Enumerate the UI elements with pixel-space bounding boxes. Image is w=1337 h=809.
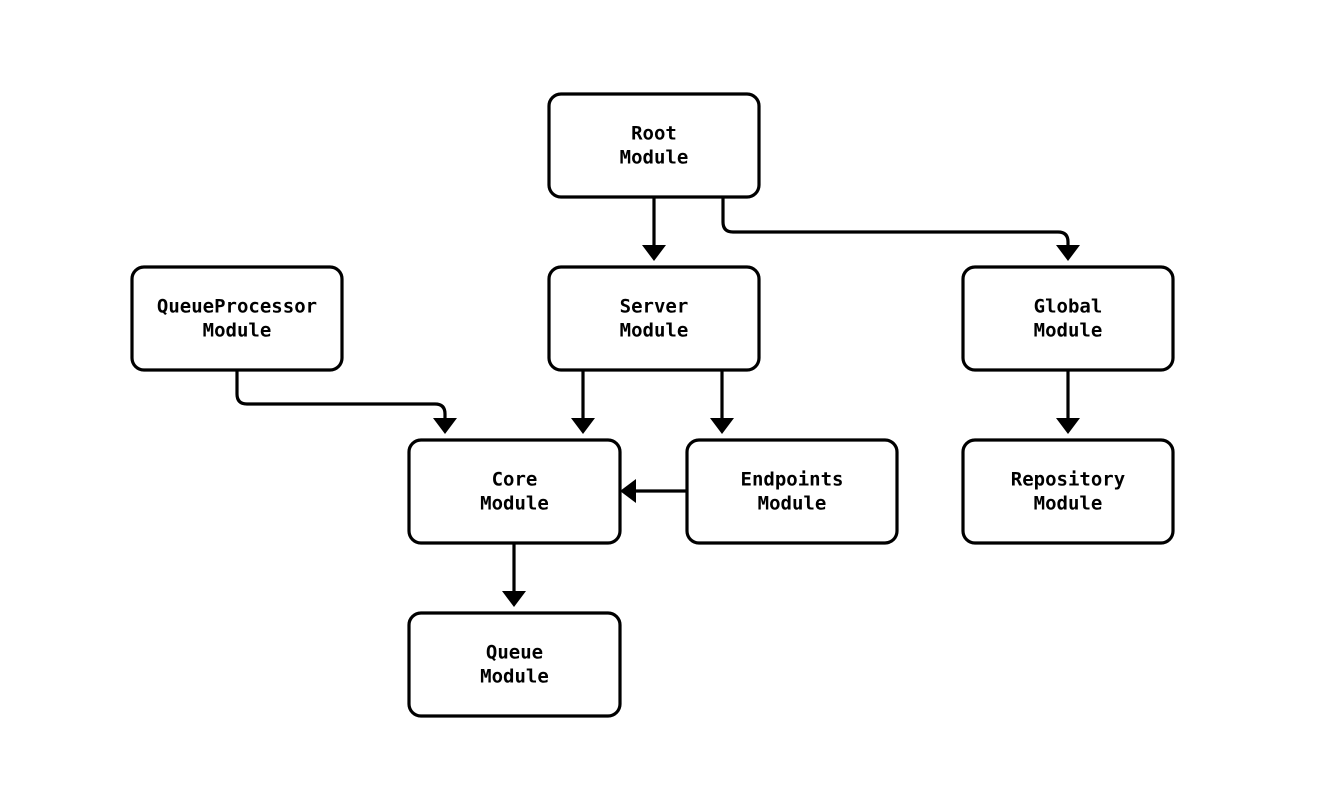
node-label-line2: Module	[620, 319, 689, 341]
edge-server-to-core	[571, 370, 595, 434]
arrowhead-icon	[571, 418, 595, 434]
node-label-line1: Root	[631, 122, 677, 144]
edge-global-to-repository	[1056, 370, 1080, 434]
node-label-line1: Global	[1034, 295, 1103, 317]
edge-core-to-queue	[502, 543, 526, 607]
arrowhead-icon	[502, 591, 526, 607]
node-label-line1: QueueProcessor	[157, 295, 317, 317]
edge-queueprocessor-to-core	[235, 370, 457, 434]
node-label-line1: Queue	[486, 641, 543, 663]
node-label-line2: Module	[1034, 319, 1103, 341]
node-label-line2: Module	[480, 492, 549, 514]
node-box[interactable]	[130, 265, 344, 372]
arrowhead-icon	[642, 245, 666, 261]
node-label-line1: Server	[620, 295, 689, 317]
node-box[interactable]	[547, 265, 761, 372]
node-box[interactable]	[961, 265, 1175, 372]
node-box[interactable]	[685, 438, 899, 545]
node-label-line2: Module	[1034, 492, 1103, 514]
arrowhead-icon	[433, 418, 457, 434]
node-label-line1: Repository	[1011, 468, 1125, 490]
node-box[interactable]	[407, 438, 622, 545]
edge-root-to-server	[642, 197, 666, 261]
node-label-line2: Module	[758, 492, 827, 514]
edge-line	[235, 370, 447, 425]
edge-server-to-endpoints	[710, 370, 734, 434]
node-label-line2: Module	[203, 319, 272, 341]
node-box[interactable]	[547, 92, 761, 199]
node-label-line1: Endpoints	[741, 468, 844, 490]
arrowhead-icon	[1056, 245, 1080, 261]
edge-line	[721, 197, 1070, 252]
node-label-line1: Core	[492, 468, 538, 490]
arrowhead-icon	[710, 418, 734, 434]
node-label-line2: Module	[620, 146, 689, 168]
arrowhead-icon	[1056, 418, 1080, 434]
arrowhead-icon	[620, 479, 636, 503]
edge-root-to-global	[721, 197, 1080, 261]
edges-layer	[235, 197, 1080, 607]
node-box[interactable]	[961, 438, 1175, 545]
edge-endpoints-to-core	[620, 479, 687, 503]
node-box[interactable]	[407, 611, 622, 718]
node-label-line2: Module	[480, 665, 549, 687]
